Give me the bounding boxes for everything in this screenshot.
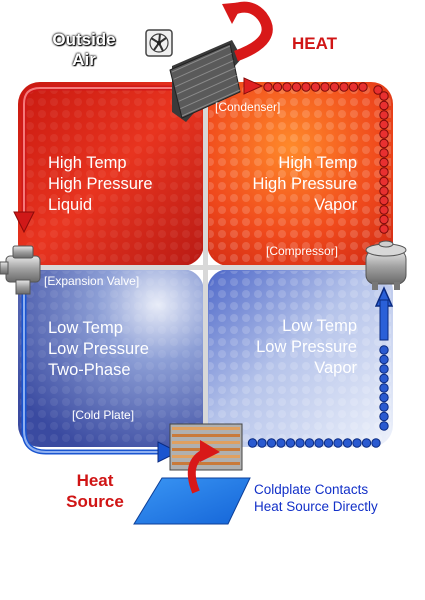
cold-line-bead — [379, 354, 389, 365]
cold-line-bead — [342, 438, 353, 448]
heat-source-line-2: Source — [66, 492, 124, 511]
hot-line-bead — [291, 82, 302, 92]
hot-line-bead — [263, 82, 273, 92]
cold-line-bead — [379, 411, 389, 422]
line-vapor: Vapor — [314, 359, 357, 377]
hot-line-bead — [282, 82, 292, 92]
compressor-icon — [365, 240, 407, 290]
cold-plate-label: [Cold Plate] — [72, 408, 135, 422]
hot-line-bead — [379, 129, 389, 139]
hot-line-bead — [379, 186, 389, 196]
line-two-phase: Two-Phase — [48, 361, 131, 379]
hot-line-bead — [310, 82, 321, 92]
cold-line-bead — [379, 421, 389, 431]
cold-line-bead — [276, 438, 286, 448]
expansion-valve-label: [Expansion Valve] — [44, 274, 140, 288]
hot-line-bead — [379, 214, 389, 225]
cold-line-bead — [379, 392, 389, 403]
coldplate-note: Coldplate Contacts Heat Source Directly — [254, 481, 378, 515]
cold-line-bead — [295, 438, 305, 448]
quadrant-top-left-text: High Temp High Pressure Liquid — [48, 153, 153, 216]
expansion-valve-icon — [0, 245, 41, 295]
hot-line-bead — [301, 82, 311, 92]
heat-label: HEAT — [292, 34, 338, 53]
hot-line-bead — [379, 91, 389, 101]
cold-line-bead — [304, 438, 315, 448]
hot-line-bead — [379, 138, 389, 149]
cold-line-bead — [247, 438, 258, 448]
cold-vapor-line — [247, 345, 389, 448]
cold-line-bead — [266, 438, 277, 448]
outside-air-line-2: Air — [72, 50, 96, 69]
cold-line-bead — [285, 438, 296, 448]
note-line-1: Coldplate Contacts — [254, 482, 369, 497]
cold-line-bead — [379, 345, 389, 355]
condenser-label: [Condenser] — [215, 100, 281, 114]
cold-line-bead — [371, 438, 381, 448]
cold-line-bead — [379, 373, 389, 384]
arrow-down-to-valve — [13, 211, 35, 234]
line-low-temp: Low Temp — [282, 317, 357, 335]
hot-line-bead — [379, 119, 389, 130]
heat-source-label: Heat Source — [60, 470, 130, 512]
hot-line-bead — [358, 82, 368, 92]
outside-air-line-1: Outside — [52, 30, 116, 49]
line-low-temp: Low Temp — [48, 319, 123, 337]
hot-line-bead — [379, 167, 389, 177]
note-line-2: Heat Source Directly — [254, 499, 378, 514]
line-high-temp: High Temp — [278, 154, 357, 172]
arrow-right-to-cold-plate — [157, 441, 180, 463]
hot-line-bead — [373, 85, 383, 95]
line-low-pressure: Low Pressure — [256, 338, 357, 356]
hot-line-bead — [379, 176, 389, 187]
hot-line-bead — [379, 110, 389, 120]
cold-line-bead — [379, 364, 389, 374]
cold-line-bead — [333, 438, 343, 448]
hot-line-bead — [379, 224, 389, 234]
cold-line-bead — [314, 438, 324, 448]
cold-line-bead — [323, 438, 334, 448]
line-liquid: Liquid — [48, 196, 93, 214]
line-low-pressure: Low Pressure — [48, 340, 149, 358]
line-vapor: Vapor — [314, 196, 357, 214]
heat-source-plate — [133, 477, 251, 525]
hot-line-bead — [379, 148, 389, 158]
cold-line-bead — [379, 402, 389, 412]
cold-line-bead — [379, 383, 389, 393]
cold-line-bead — [361, 438, 372, 448]
condenser-icon — [169, 40, 242, 122]
hot-line-bead — [379, 195, 389, 206]
hot-line-bead — [329, 82, 340, 92]
quadrant-bottom-right-text: Low Temp Low Pressure Vapor — [256, 316, 357, 379]
fan-icon — [145, 29, 173, 57]
hot-line-bead — [348, 82, 359, 92]
quadrant-top-right-text: High Temp High Pressure Vapor — [252, 153, 357, 216]
heat-arrow-icon — [229, 1, 273, 62]
heat-source-line-1: Heat — [76, 471, 114, 490]
line-high-pressure: High Pressure — [252, 175, 357, 193]
hot-line-bead — [320, 82, 330, 92]
line-high-pressure: High Pressure — [48, 175, 153, 193]
cold-line-bead — [257, 438, 267, 448]
cold-line-bead — [352, 438, 362, 448]
arrow-left-to-condenser — [243, 77, 264, 95]
quadrant-bottom-left-text: Low Temp Low Pressure Two-Phase — [48, 318, 149, 381]
outside-air-label: Outside Air — [46, 30, 122, 70]
line-high-temp: High Temp — [48, 154, 127, 172]
hot-line-bead — [379, 100, 389, 111]
compressor-label: [Compressor] — [266, 244, 339, 258]
hot-line-bead — [379, 157, 389, 168]
hot-line-bead — [379, 205, 389, 215]
hot-line-bead — [339, 82, 349, 92]
hot-line-bead — [272, 82, 283, 92]
hot-vapor-line — [263, 82, 389, 234]
